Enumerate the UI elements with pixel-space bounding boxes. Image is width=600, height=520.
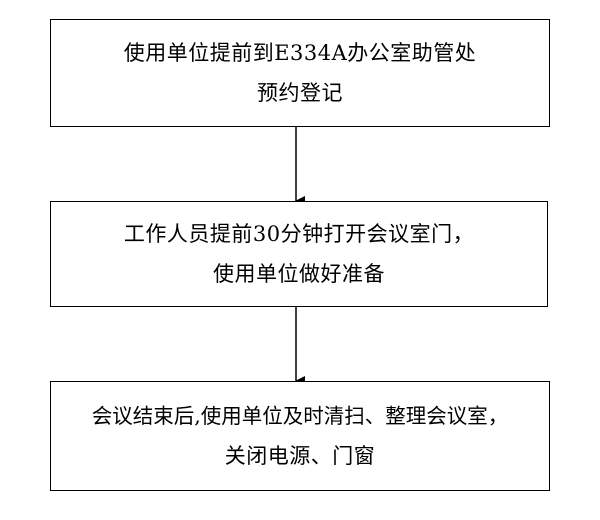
step-text-line: 使用单位做好准备 [213,262,385,286]
flow-step-cleanup: 会议结束后,使用单位及时清扫、整理会议室， 关闭电源、门窗 [50,381,550,491]
step-text-line: 关闭电源、门窗 [224,444,376,468]
step-text-line: 使用单位提前到E334A办公室助管处 [123,41,477,65]
step-text-line: 预约登记 [257,81,343,105]
flow-step-booking: 使用单位提前到E334A办公室助管处 预约登记 [50,19,550,127]
flow-step-open-room: 工作人员提前30分钟打开会议室门， 使用单位做好准备 [50,201,548,307]
step-text-line: 工作人员提前30分钟打开会议室门， [123,222,475,246]
step-text-line: 会议结束后,使用单位及时清扫、整理会议室， [91,404,509,428]
